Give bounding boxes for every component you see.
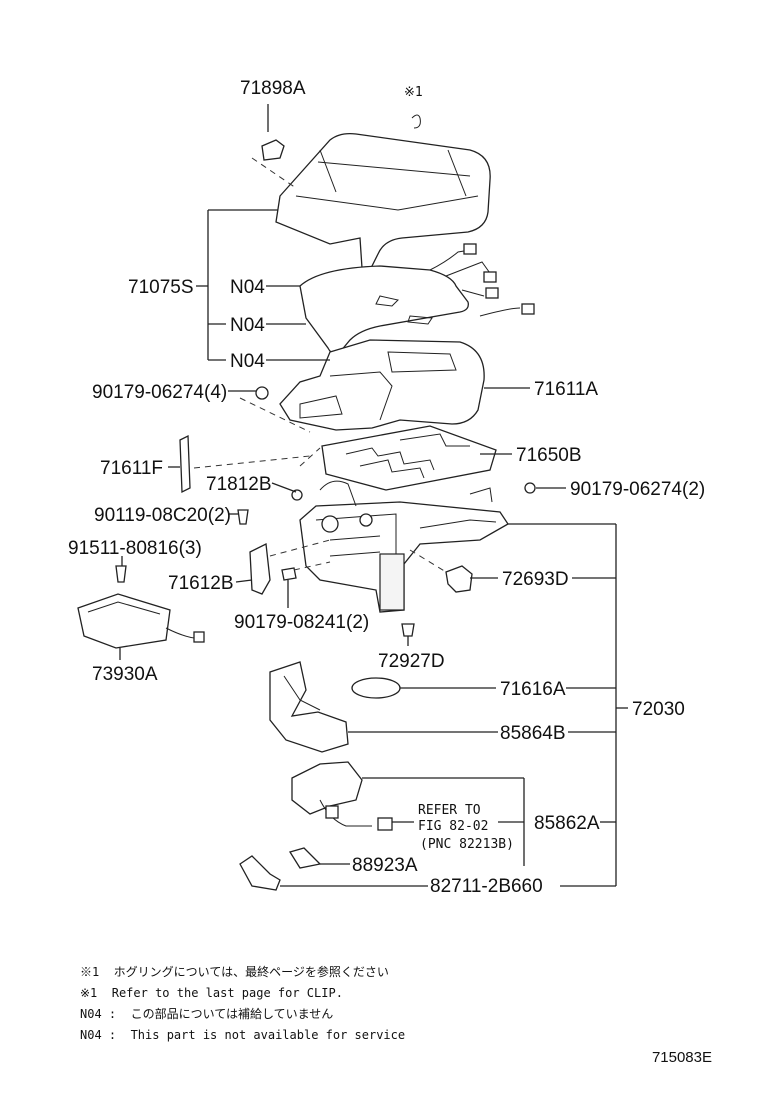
part-label-n04-pad: N04 bbox=[230, 351, 265, 372]
part-label-n04-heater: N04 bbox=[230, 315, 265, 336]
part-label-85862a: 85862A bbox=[534, 813, 600, 834]
knob-72693d bbox=[445, 565, 473, 593]
clip-90179-08241-icon bbox=[281, 567, 297, 581]
hog-ring-icon bbox=[411, 114, 421, 129]
part-label-90179-06274-2: 90179-06274(2) bbox=[570, 479, 705, 500]
refer-to-line-1: REFER TO bbox=[418, 803, 481, 818]
seat-frame-assembly bbox=[299, 480, 509, 613]
part-label-71075s: 71075S bbox=[128, 277, 194, 298]
refer-to-line-3: (PNC 82213B) bbox=[420, 837, 514, 852]
catalog-code: 715083E bbox=[651, 1049, 712, 1066]
part-label-82711-2b660: 82711-2B660 bbox=[430, 876, 543, 897]
part-label-71898a: 71898A bbox=[240, 78, 306, 99]
leader-lines bbox=[119, 104, 628, 887]
note-clip-en: ※1 Refer to the last page for CLIP. bbox=[80, 986, 343, 1000]
part-label-71611a: 71611A bbox=[534, 379, 598, 400]
clip-90179-06274-icon bbox=[255, 386, 269, 400]
clip-72927d-icon bbox=[401, 623, 415, 637]
clip-71812b-icon bbox=[291, 489, 303, 501]
part-label-n04-cover: N04 bbox=[230, 277, 265, 298]
note-n04-jp: N04 : この部品については補給していません bbox=[80, 1007, 334, 1021]
part-label-85864b: 85864B bbox=[500, 723, 566, 744]
ring-71616a bbox=[351, 677, 401, 699]
wire-harness-parts bbox=[239, 661, 401, 891]
refer-to-line-2: FIG 82-02 bbox=[418, 819, 488, 834]
seat-cushion-pad bbox=[279, 339, 485, 431]
side-cover-71612b bbox=[249, 543, 271, 595]
part-label-71611f: 71611F bbox=[100, 458, 163, 479]
bolt-90119-08c20-icon bbox=[237, 509, 249, 525]
part-label-73930a: 73930A bbox=[92, 664, 158, 685]
seat-heater-layer bbox=[299, 243, 535, 354]
part-label-71812b: 71812B bbox=[206, 474, 272, 495]
seat-spring-mat bbox=[321, 425, 497, 491]
bracket-88923a bbox=[288, 847, 322, 869]
note-clip-jp: ※1 ホグリングについては、最終ページを参照ください bbox=[80, 965, 389, 979]
part-label-72927d: 72927D bbox=[378, 651, 445, 672]
part-label-91511-80816-3: 91511-80816(3) bbox=[68, 538, 202, 559]
clip-90179-06274-2-icon bbox=[524, 482, 536, 494]
part-label-71616a: 71616A bbox=[500, 679, 566, 700]
part-label-71650b: 71650B bbox=[516, 445, 582, 466]
part-label-90179-08241-2: 90179-08241(2) bbox=[234, 612, 369, 633]
clip-71898a-icon bbox=[261, 139, 285, 161]
screw-91511-80816-icon bbox=[115, 565, 127, 583]
clip-reference-mark: ※1 bbox=[404, 85, 423, 100]
part-label-72030: 72030 bbox=[632, 699, 685, 720]
part-label-88923a: 88923A bbox=[352, 855, 418, 876]
part-label-90119-08c20-2: 90119-08C20(2) bbox=[94, 505, 231, 526]
part-label-90179-06274-4: 90179-06274(4) bbox=[92, 382, 227, 403]
clamp-82711-icon bbox=[239, 855, 281, 891]
control-module-73930a bbox=[77, 593, 205, 649]
note-n04-en: N04 : This part is not available for ser… bbox=[80, 1028, 406, 1042]
side-pad-71611f bbox=[179, 434, 191, 494]
part-label-72693d: 72693D bbox=[502, 569, 569, 590]
seat-cushion-cover bbox=[275, 132, 491, 271]
part-label-71612b: 71612B bbox=[168, 573, 234, 594]
footnotes: ※1 ホグリングについては、最終ページを参照ください ※1 Refer to t… bbox=[80, 962, 700, 1046]
